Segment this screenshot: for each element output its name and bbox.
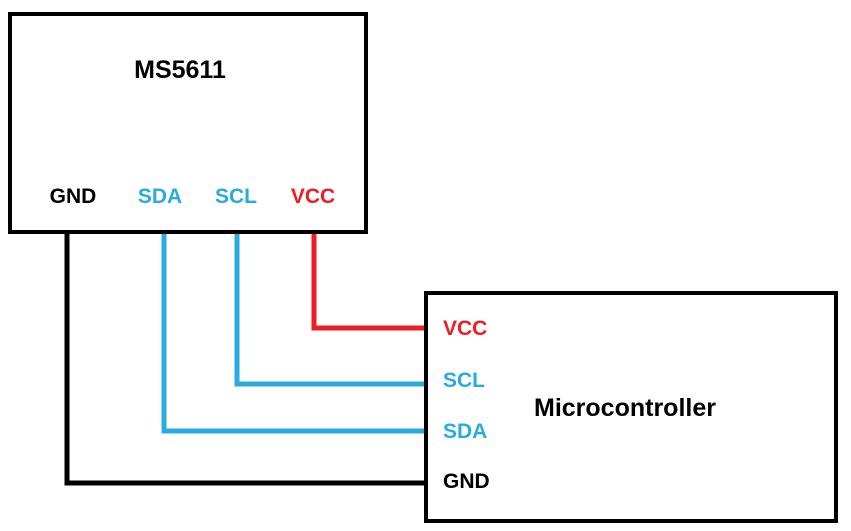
mcu-pin-gnd: GND [443,470,490,493]
sensor-pin-scl: SCL [215,185,257,208]
mcu-pin-scl: SCL [443,369,485,392]
sensor-box: MS5611 GND SDA SCL VCC [8,12,368,234]
mcu-pin-sda: SDA [443,420,488,443]
wire-vcc [311,230,426,331]
microcontroller-box: Microcontroller VCC SCL SDA GND [424,291,838,523]
mcu-pin-vcc: VCC [443,317,488,340]
sensor-pin-sda: SDA [137,185,183,208]
wire-sda [161,230,426,434]
sensor-pin-vcc: VCC [290,185,336,208]
sensor-pin-gnd: GND [49,185,97,208]
microcontroller-title: Microcontroller [534,394,716,422]
sensor-title: MS5611 [134,56,226,84]
wire-gnd [64,230,426,486]
wire-scl [234,230,426,387]
